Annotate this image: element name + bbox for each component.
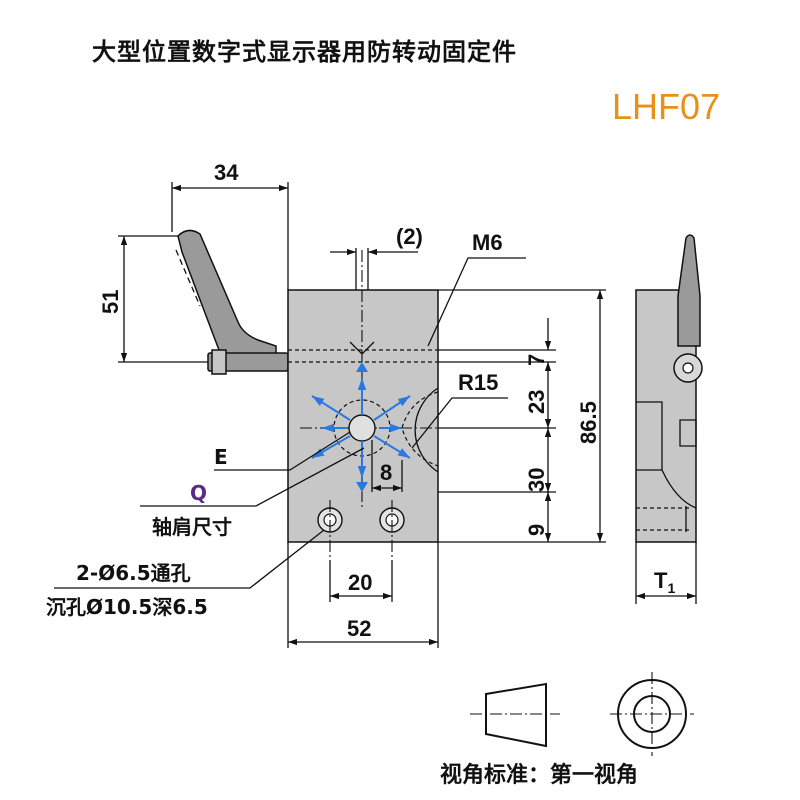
projection-standard: 视角标准：第一视角 [440,762,638,788]
product-code: LHF07 [612,86,721,127]
label-q: Q [190,481,207,505]
mounting-holes [317,500,405,560]
dim-30: 30 [524,468,549,492]
label-counterbore: 沉孔Ø10.5深6.5 [46,595,208,619]
label-hole: 2-Ø6.5通孔 [76,561,191,585]
dim-8: 8 [380,460,392,485]
label-shoulder: 轴肩尺寸 [152,515,232,539]
clamp-lever [175,229,289,375]
dim-34: 34 [214,160,239,185]
front-view: 34 51 (2) M6 7 23 30 9 86.5 R15 8 [46,160,606,648]
dim-9: 9 [524,524,549,536]
dim-2: (2) [396,224,423,249]
dim-20: 20 [348,570,372,595]
projection-symbol [470,672,694,756]
rotation-arrows [311,362,411,492]
drawing-title: 大型位置数字式显示器用防转动固定件 [92,38,517,66]
label-e: E [214,445,228,469]
dim-86-5: 86.5 [576,401,601,444]
label-r15: R15 [458,370,498,395]
label-m6: M6 [472,230,503,255]
dim-23: 23 [524,390,549,414]
dim-t1: T1 [654,568,675,596]
dim-7: 7 [524,354,549,366]
dim-52: 52 [347,616,371,641]
side-view: T1 [635,234,703,604]
dim-51: 51 [98,290,123,314]
